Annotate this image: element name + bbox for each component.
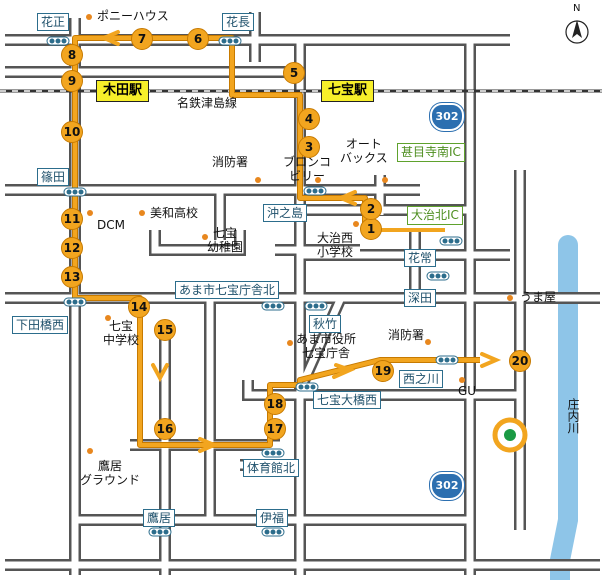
route-step-5: 5 [283, 62, 305, 84]
label-oharu-line1: 大治西 [317, 231, 354, 245]
label-pony-house: ポニーハウス [97, 9, 169, 23]
label-gu: GU [458, 384, 477, 398]
label-oharu-line2: 小学校 [317, 244, 354, 259]
label-junior-high: 七宝 中学校 [103, 319, 140, 348]
stop-kasho: 花正 [37, 13, 70, 31]
label-autobacs: オート バックス [340, 137, 388, 166]
label-bronco-line1: ブロンコ [283, 155, 332, 169]
stop-takasue: 鷹居 [143, 509, 176, 527]
route-302-shield-bottom: 302 [430, 472, 464, 500]
destination-marker [492, 417, 528, 453]
label-oharu-elementary: 大治西 小学校 [317, 231, 354, 260]
route-step-14: 14 [128, 296, 150, 318]
stop-ifuku: 伊福 [256, 509, 289, 527]
route-step-20: 20 [509, 350, 531, 372]
label-fire-station-north: 消防署 [212, 155, 249, 169]
stop-hanatsune: 花常 [404, 249, 437, 267]
landmark-dots [86, 14, 513, 454]
stop-taiikukan: 体育館北 [243, 459, 300, 477]
north-arrow-icon [565, 20, 589, 44]
route-step-16: 16 [154, 418, 176, 440]
label-autobacs-line1: オート [345, 137, 382, 151]
label-river: 庄内川 [566, 398, 580, 434]
label-bronco-line2: ビリー [289, 168, 326, 183]
stop-shimodabashi: 下田橋西 [12, 316, 69, 334]
route-step-4: 4 [298, 108, 320, 130]
label-fire-station-south: 消防署 [388, 328, 425, 342]
arrow-east-bridge [332, 363, 356, 379]
route-arrows [98, 30, 502, 453]
ic-jimokuji-minami: 甚目寺南IC [397, 143, 465, 162]
label-kindergarten: 七宝 幼稚園 [207, 226, 244, 255]
label-ground-line1: 鷹居 [98, 459, 123, 473]
label-bronco-billy: ブロンコ ビリー [283, 155, 332, 184]
route-302-shield-top: 302 [430, 103, 464, 131]
route-step-12: 12 [61, 237, 83, 259]
route-step-13: 13 [61, 266, 83, 288]
route-step-15: 15 [154, 319, 176, 341]
route-step-17: 17 [264, 418, 286, 440]
label-ground: 鷹居 グラウンド [80, 459, 141, 488]
stop-shinoda: 篠田 [37, 168, 70, 186]
arrow-west-mid [335, 190, 357, 206]
label-kinder-line1: 七宝 [213, 226, 238, 240]
arrow-east-bottom [198, 437, 220, 453]
label-umaya: うま屋 [520, 290, 557, 304]
stop-fukada: 深田 [404, 289, 437, 307]
arrow-west-top [98, 30, 120, 46]
ic-oharu-kita: 大治北IC [407, 206, 463, 225]
stop-shichiho-bridge: 七宝大橋西 [313, 391, 382, 409]
label-autobacs-line2: バックス [340, 150, 388, 165]
route-step-8: 8 [61, 44, 83, 66]
route-step-9: 9 [61, 70, 83, 92]
label-dcm: DCM [97, 218, 125, 232]
stop-okinoshima: 沖之島 [263, 204, 308, 222]
label-cityhall-line1: あま市役所 [296, 332, 357, 346]
arrow-south [151, 363, 169, 383]
railway-name: 名鉄津島線 [177, 96, 238, 110]
station-shippo: 七宝駅 [321, 80, 375, 102]
stop-kacho: 花長 [222, 13, 255, 31]
label-cityhall-line2: 七宝庁舎 [302, 345, 351, 360]
route-step-3: 3 [298, 136, 320, 158]
label-jhs-line2: 中学校 [103, 332, 140, 347]
label-kinder-line2: 幼稚園 [207, 239, 244, 254]
label-miwa-high: 美和高校 [150, 206, 199, 220]
route-step-1: 1 [360, 218, 382, 240]
station-koda: 木田駅 [96, 80, 150, 102]
route-step-10: 10 [61, 121, 83, 143]
route-step-6: 6 [187, 28, 209, 50]
arrow-east-end [480, 352, 502, 368]
label-city-hall: あま市役所 七宝庁舎 [296, 332, 357, 361]
route-step-7: 7 [131, 28, 153, 50]
stop-ama-shichiho: あま市七宝庁舎北 [175, 281, 280, 299]
signal-icons [46, 36, 463, 537]
label-ground-line2: グラウンド [80, 472, 141, 487]
route-step-18: 18 [264, 393, 286, 415]
route-step-2: 2 [360, 198, 382, 220]
north-label: N [573, 3, 581, 14]
label-jhs-line1: 七宝 [109, 319, 134, 333]
route-step-19: 19 [372, 360, 394, 382]
stop-nishinokawa: 西之川 [399, 370, 444, 388]
route-step-11: 11 [61, 208, 83, 230]
stop-akitake: 秋竹 [309, 315, 342, 333]
